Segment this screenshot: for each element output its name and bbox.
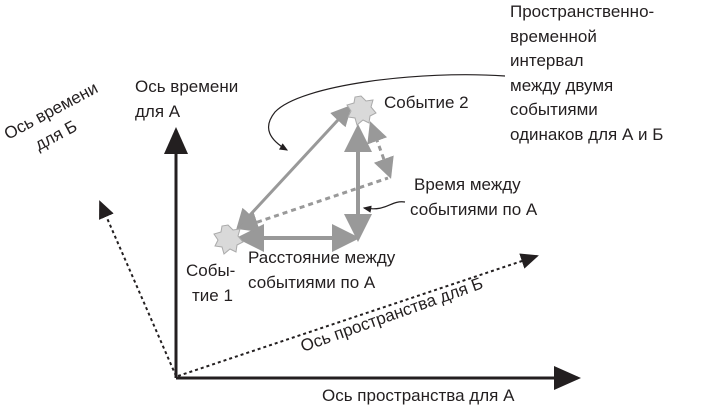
b-time-dashed-arrow [367, 121, 394, 179]
event2-label: Событие 2 [384, 93, 469, 112]
b-space-dashed-arrow [237, 176, 389, 233]
interval-callout-arrow [268, 74, 506, 151]
event1-star-icon [213, 224, 244, 255]
interval-label: Пространственно- временной интервал межд… [510, 2, 663, 144]
time-axis-b-label: Ось времени для Б [1, 76, 117, 165]
time-axis-a-label: Ось времени для А [135, 77, 243, 121]
interval-arrow [235, 104, 353, 231]
distance-between-label: Расстояние между событиями по А [248, 248, 400, 292]
time-callout-arrow [362, 201, 406, 213]
event2-star-icon [346, 95, 377, 126]
time-axis-b [99, 200, 177, 377]
space-axis-a-label: Ось пространства для А [322, 386, 515, 405]
time-between-label: Время между событиями по А [410, 175, 538, 219]
event1-label: Собы- тие 1 [186, 261, 240, 305]
